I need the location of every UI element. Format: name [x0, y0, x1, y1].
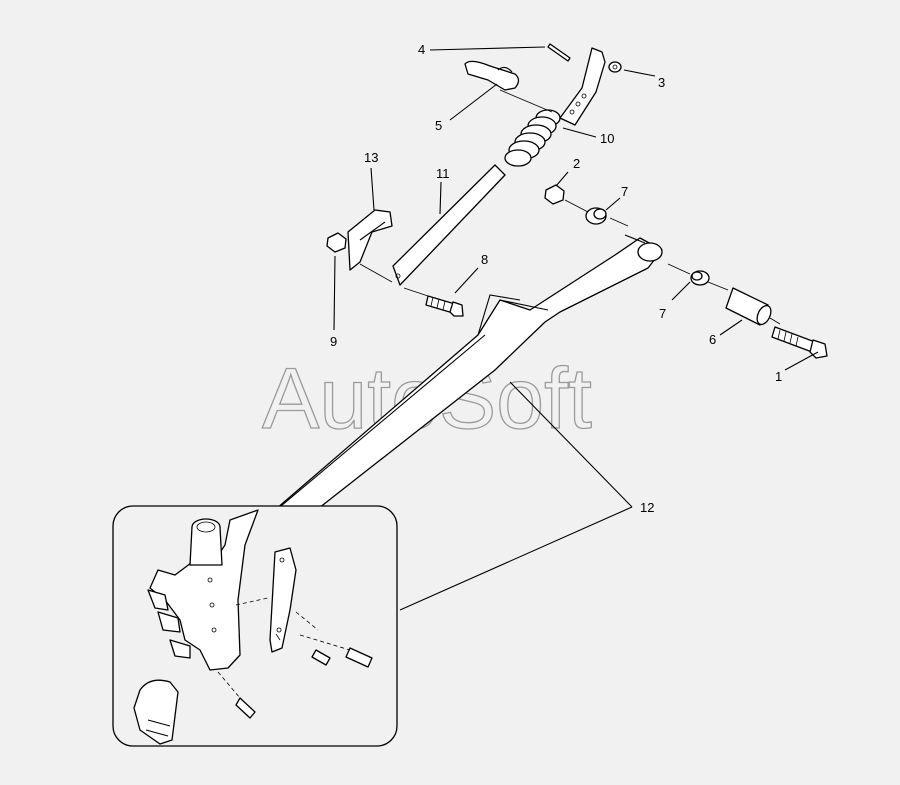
callout-labels: 4 3 5 10 13 2 11 7 8 7 6 9 1 12	[330, 42, 782, 515]
callout-7-upper: 7	[621, 184, 628, 199]
rod-part-11	[392, 164, 506, 286]
callout-4: 4	[418, 42, 425, 57]
bushing-part-7-upper	[585, 207, 607, 225]
sleeve-part-6	[725, 287, 772, 326]
callout-12: 12	[640, 500, 654, 515]
callout-7-lower: 7	[659, 306, 666, 321]
nut-part-9	[326, 232, 347, 253]
bushing-part-7-lower	[690, 270, 710, 286]
callout-11: 11	[436, 166, 450, 181]
detail-inset	[112, 505, 398, 747]
clip-part-5	[464, 60, 520, 91]
bracket-part-13	[347, 209, 393, 271]
main-lever-arm	[239, 234, 663, 549]
callout-5: 5	[435, 118, 442, 133]
leader-lines	[333, 46, 819, 611]
nut-part-2	[544, 184, 565, 205]
spring-part-10	[504, 109, 561, 167]
callout-13: 13	[364, 150, 378, 165]
callout-8: 8	[481, 252, 488, 267]
callout-3: 3	[658, 75, 665, 90]
assembly-axis-lines	[359, 89, 781, 325]
cotter-pin-part-4	[547, 43, 571, 62]
callout-6: 6	[709, 332, 716, 347]
bolt-part-8	[425, 295, 464, 317]
callout-2: 2	[573, 156, 580, 171]
adjuster-rod	[559, 47, 606, 126]
callout-9: 9	[330, 334, 337, 349]
callout-1: 1	[775, 369, 782, 384]
bolt-part-1	[771, 326, 828, 359]
callout-10: 10	[600, 131, 614, 146]
washer-part-3	[608, 61, 622, 73]
